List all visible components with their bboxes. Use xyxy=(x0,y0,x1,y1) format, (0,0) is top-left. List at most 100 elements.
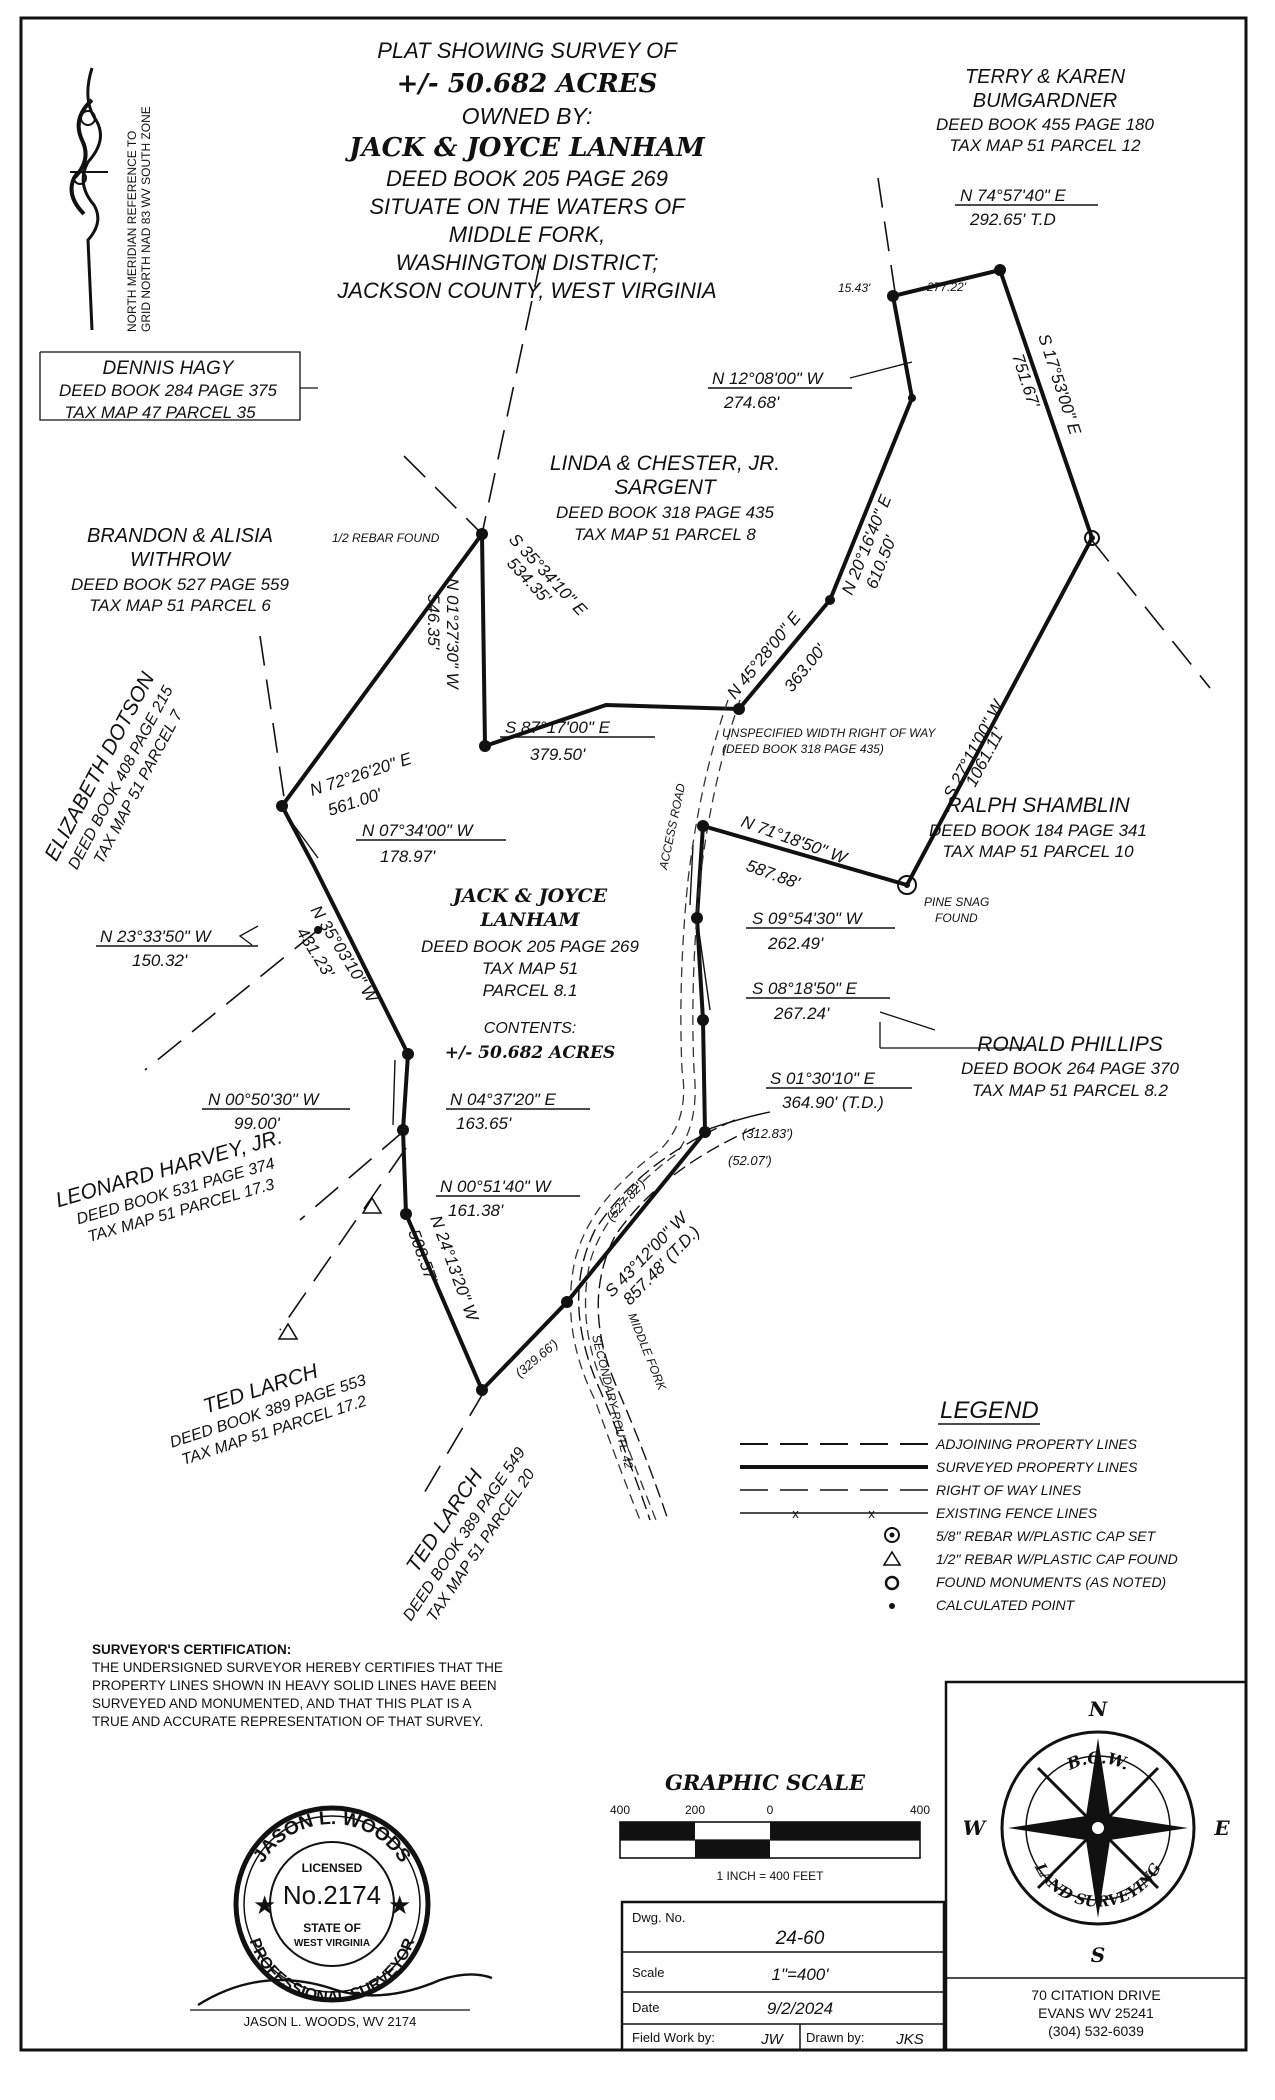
note-pine-snag-2: FOUND xyxy=(935,911,978,925)
call-n0734-distance: 178.97' xyxy=(380,847,436,866)
owner-lanham-label: JACK & JOYCE LANHAM DEED BOOK 205 PAGE 2… xyxy=(421,885,639,1063)
monument-found-icon xyxy=(884,1575,900,1591)
owner-phillips-name: RONALD PHILLIPS xyxy=(977,1033,1163,1056)
scale-tick-2: 0 xyxy=(767,1803,774,1817)
call-s0130-distance: 364.90' (T.D.) xyxy=(782,1093,884,1112)
note-rebar-found: 1/2 REBAR FOUND xyxy=(332,531,440,545)
svg-text:x: x xyxy=(868,1507,875,1521)
calculated-point-icon xyxy=(889,1603,895,1609)
seal-signature-line: JASON L. WOODS, WV 2174 xyxy=(244,2014,417,2029)
seal-number: No.2174 xyxy=(283,1880,381,1910)
legend-title: LEGEND xyxy=(940,1397,1039,1424)
owner-phillips-deed: DEED BOOK 264 PAGE 370 xyxy=(961,1059,1179,1078)
note-middle-fork: MIDDLE FORK xyxy=(625,1311,669,1393)
company-address2: EVANS WV 25241 xyxy=(1038,2005,1154,2021)
title-acreage: +/- 50.682 ACRES xyxy=(397,69,658,99)
legend: LEGEND x x ADJOINING PROPERTY LINES SURV… xyxy=(740,1397,1178,1613)
owner-withrow-deed: DEED BOOK 527 PAGE 559 xyxy=(71,575,289,594)
note-pine-snag-1: PINE SNAG xyxy=(924,895,989,909)
call-n2333-bearing: N 23°33'50" W xyxy=(100,927,213,946)
cert-heading: SURVEYOR'S CERTIFICATION: xyxy=(92,1642,291,1657)
title-situate: SITUATE ON THE WATERS OF xyxy=(369,194,686,219)
owner-shamblin-tax: TAX MAP 51 PARCEL 10 xyxy=(942,842,1134,861)
tb-date-value: 9/2/2024 xyxy=(767,1999,833,2018)
plat-notes: 1/2 REBAR FOUND PINE SNAG FOUND UNSPECIF… xyxy=(332,531,989,1470)
tb-field-label: Field Work by: xyxy=(632,2030,715,2045)
call-n0437-bearing: N 04°37'20" E xyxy=(450,1090,557,1109)
call-31283: (312.83') xyxy=(742,1126,793,1141)
rotated-owner-labels: ELIZABETH DOTSON DEED BOOK 408 PAGE 215 … xyxy=(40,668,538,1625)
title-waters: MIDDLE FORK, xyxy=(449,222,605,247)
scale-tick-0: 400 xyxy=(610,1803,630,1817)
call-n0127-bearing: N 01°27'30" W xyxy=(443,578,462,691)
tb-drawn-value: JKS xyxy=(895,2031,924,2048)
cert-line4: TRUE AND ACCURATE REPRESENTATION OF THAT… xyxy=(92,1714,483,1729)
seal-licensed: LICENSED xyxy=(302,1861,363,1875)
leader-lines xyxy=(39,351,1025,1049)
plat-title: PLAT SHOWING SURVEY OF +/- 50.682 ACRES … xyxy=(336,38,716,303)
signature-icon xyxy=(197,1973,493,2007)
owner-hagy-tax: TAX MAP 47 PARCEL 35 xyxy=(64,403,256,422)
title-owner: JACK & JOYCE LANHAM xyxy=(344,133,706,163)
surveyor-certification: SURVEYOR'S CERTIFICATION: THE UNDERSIGNE… xyxy=(92,1642,503,1729)
legend-item-6: FOUND MONUMENTS (AS NOTED) xyxy=(936,1574,1166,1590)
call-s8717-bearing: S 87°17'00" E xyxy=(505,718,611,737)
call-n0734-bearing: N 07°34'00" W xyxy=(362,821,475,840)
legend-item-7: CALCULATED POINT xyxy=(936,1597,1076,1613)
title-block: Dwg. No. Scale Date Field Work by: Drawn… xyxy=(620,1900,946,2052)
title-district: WASHINGTON DISTRICT; xyxy=(396,250,659,275)
owner-hagy-name: DENNIS HAGY xyxy=(103,358,235,379)
compass-s: S xyxy=(1091,1943,1105,1967)
tb-drawn-label: Drawn by: xyxy=(806,2030,865,2045)
call-5207: (52.07') xyxy=(728,1153,772,1168)
rebar-found-icon xyxy=(882,1550,902,1566)
scale-tick-1: 200 xyxy=(685,1803,705,1817)
tb-dwg-value: 24-60 xyxy=(775,1928,825,1949)
seal-state1: STATE OF xyxy=(303,1921,361,1935)
scale-note: 1 INCH = 400 FEET xyxy=(716,1869,824,1883)
surveyor-seal: JASON L. WOODS PROFESSIONAL SURVEYOR LIC… xyxy=(190,1805,493,2029)
owner-labels: DENNIS HAGY DEED BOOK 284 PAGE 375 TAX M… xyxy=(59,66,1179,1100)
owner-lanham-tax1: TAX MAP 51 xyxy=(482,959,578,978)
call-n0050-bearing: N 00°50'30" W xyxy=(208,1090,321,1109)
north-ref-line2: GRID NORTH NAD 83 WV SOUTH ZONE xyxy=(139,106,153,332)
tb-dwg-label: Dwg. No. xyxy=(632,1910,685,1925)
note-row-1: UNSPECIFIED WIDTH RIGHT OF WAY xyxy=(722,726,936,740)
owner-hagy-deed: DEED BOOK 284 PAGE 375 xyxy=(59,381,277,400)
legend-item-3: EXISTING FENCE LINES xyxy=(936,1505,1098,1521)
owner-lanham-tax2: PARCEL 8.1 xyxy=(483,981,578,1000)
company-address1: 70 CITATION DRIVE xyxy=(1031,1987,1160,2003)
call-n2333-distance: 150.32' xyxy=(132,951,188,970)
call-s0954-distance: 262.49' xyxy=(767,934,824,953)
company-phone: (304) 532-6039 xyxy=(1048,2023,1144,2039)
north-arrow-icon xyxy=(69,67,108,331)
note-route: SECONDARY ROUTE 42 xyxy=(589,1333,636,1470)
owner-lanham-name2: LANHAM xyxy=(479,909,580,931)
owner-lanham-name1: JACK & JOYCE xyxy=(450,885,608,907)
call-n0437-distance: 163.65' xyxy=(456,1114,512,1133)
seal-state2: WEST VIRGINIA xyxy=(294,1938,370,1949)
cert-line1: THE UNDERSIGNED SURVEYOR HEREBY CERTIFIE… xyxy=(92,1660,503,1675)
company-block: B.O.W. LAND SURVEYING N S E W 70 CITATIO… xyxy=(944,1680,1248,2052)
call-1543: 15.43' xyxy=(838,281,871,295)
call-n0127-distance: 546.35' xyxy=(424,594,443,650)
call-s0818-bearing: S 08°18'50" E xyxy=(752,979,858,998)
call-s0818-distance: 267.24' xyxy=(773,1004,830,1023)
title-county: JACKSON COUNTY, WEST VIRGINIA xyxy=(336,278,716,303)
call-27722: 277.22' xyxy=(926,280,967,294)
legend-item-1: SURVEYED PROPERTY LINES xyxy=(936,1459,1138,1475)
note-access-road: ACCESS ROAD xyxy=(656,782,688,872)
compass-n: N xyxy=(1088,1697,1108,1721)
owner-bumgardner-name2: BUMGARDNER xyxy=(973,90,1117,112)
surveyed-boundary xyxy=(279,267,1095,1394)
title-line1: PLAT SHOWING SURVEY OF xyxy=(377,38,678,63)
compass-rose-icon xyxy=(1000,1730,1196,1926)
scale-tick-3: 400 xyxy=(910,1803,930,1817)
owner-withrow-name1: BRANDON & ALISIA xyxy=(87,525,273,547)
owner-phillips-tax: TAX MAP 51 PARCEL 8.2 xyxy=(972,1081,1168,1100)
call-n745740-distance: 292.65' T.D xyxy=(969,210,1056,229)
call-n7118-distance: 587.88' xyxy=(744,856,803,893)
tb-field-value: JW xyxy=(760,2031,785,2048)
right-of-way-lines xyxy=(569,699,771,1521)
